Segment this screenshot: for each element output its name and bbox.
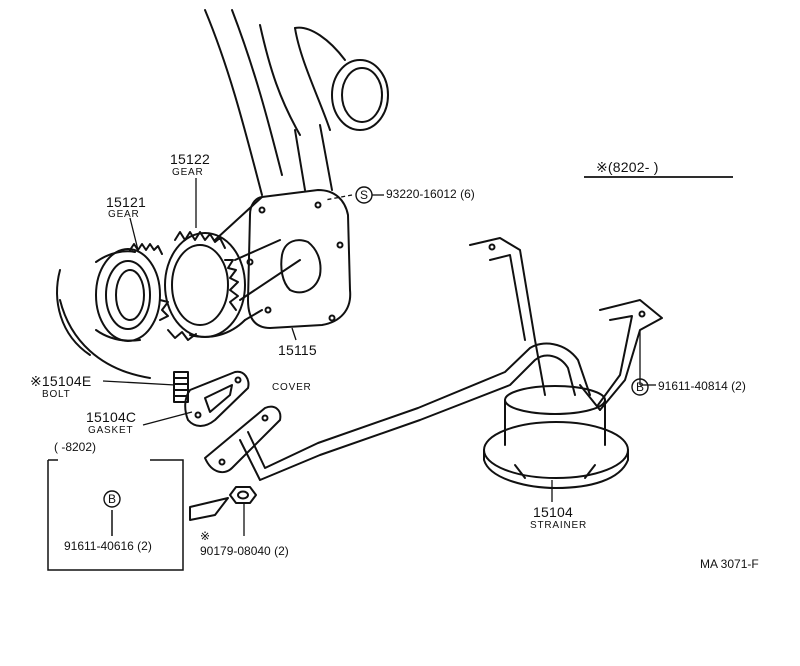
screw-part-number: 93220-16012 (6) xyxy=(386,187,475,201)
part-name-15104: STRAINER xyxy=(530,520,587,531)
strainer-bracket xyxy=(469,237,663,411)
gear-15122 xyxy=(164,231,246,341)
bolt-b-part-number: 91611-40814 (2) xyxy=(658,379,746,393)
part-name-15122: GEAR xyxy=(172,167,204,178)
strainer-15104 xyxy=(483,385,629,489)
strainer-pipe xyxy=(204,342,591,481)
leader-lines xyxy=(102,176,733,536)
bolt-15104E xyxy=(173,371,189,403)
screw-symbol: S xyxy=(360,188,369,202)
inset-b-symbol: B xyxy=(108,492,117,506)
gasket-15104C xyxy=(184,370,250,427)
part-number-15104: 15104 xyxy=(533,504,573,520)
part-number-15122: 15122 xyxy=(170,151,210,167)
figure-code: MA 3071-F xyxy=(700,557,759,571)
circle-b-marker-right xyxy=(631,378,649,396)
part-name-15121: GEAR xyxy=(108,209,140,220)
part-name-15115-visible: COVER xyxy=(272,382,312,393)
nut-part-number: 90179-08040 (2) xyxy=(200,544,289,558)
gear-housing xyxy=(189,196,301,338)
inset-box xyxy=(47,459,184,571)
circle-b-marker-inset xyxy=(103,490,121,508)
nut-symbol: ※ xyxy=(200,529,211,543)
part-number-15115: 15115 xyxy=(278,342,317,358)
nut-90179 xyxy=(229,486,257,504)
header-note: ※(8202- ) xyxy=(596,159,659,175)
gear-15121 xyxy=(95,243,169,342)
bolt-b-symbol: B xyxy=(636,380,645,394)
inset-part-number: 91611-40616 (2) xyxy=(64,539,152,553)
part-number-15121: 15121 xyxy=(106,194,146,210)
circle-s-marker xyxy=(355,186,373,204)
cover-plate xyxy=(246,124,352,329)
engine-block-outline xyxy=(56,9,389,379)
inset-range: ( -8202) xyxy=(54,440,97,454)
part-number-15104E: ※15104E xyxy=(30,373,92,389)
inset-arrow xyxy=(189,497,229,521)
part-name-15104C: GASKET xyxy=(88,425,134,436)
part-number-15104C: 15104C xyxy=(86,409,137,425)
part-name-15104E: BOLT xyxy=(42,389,71,400)
